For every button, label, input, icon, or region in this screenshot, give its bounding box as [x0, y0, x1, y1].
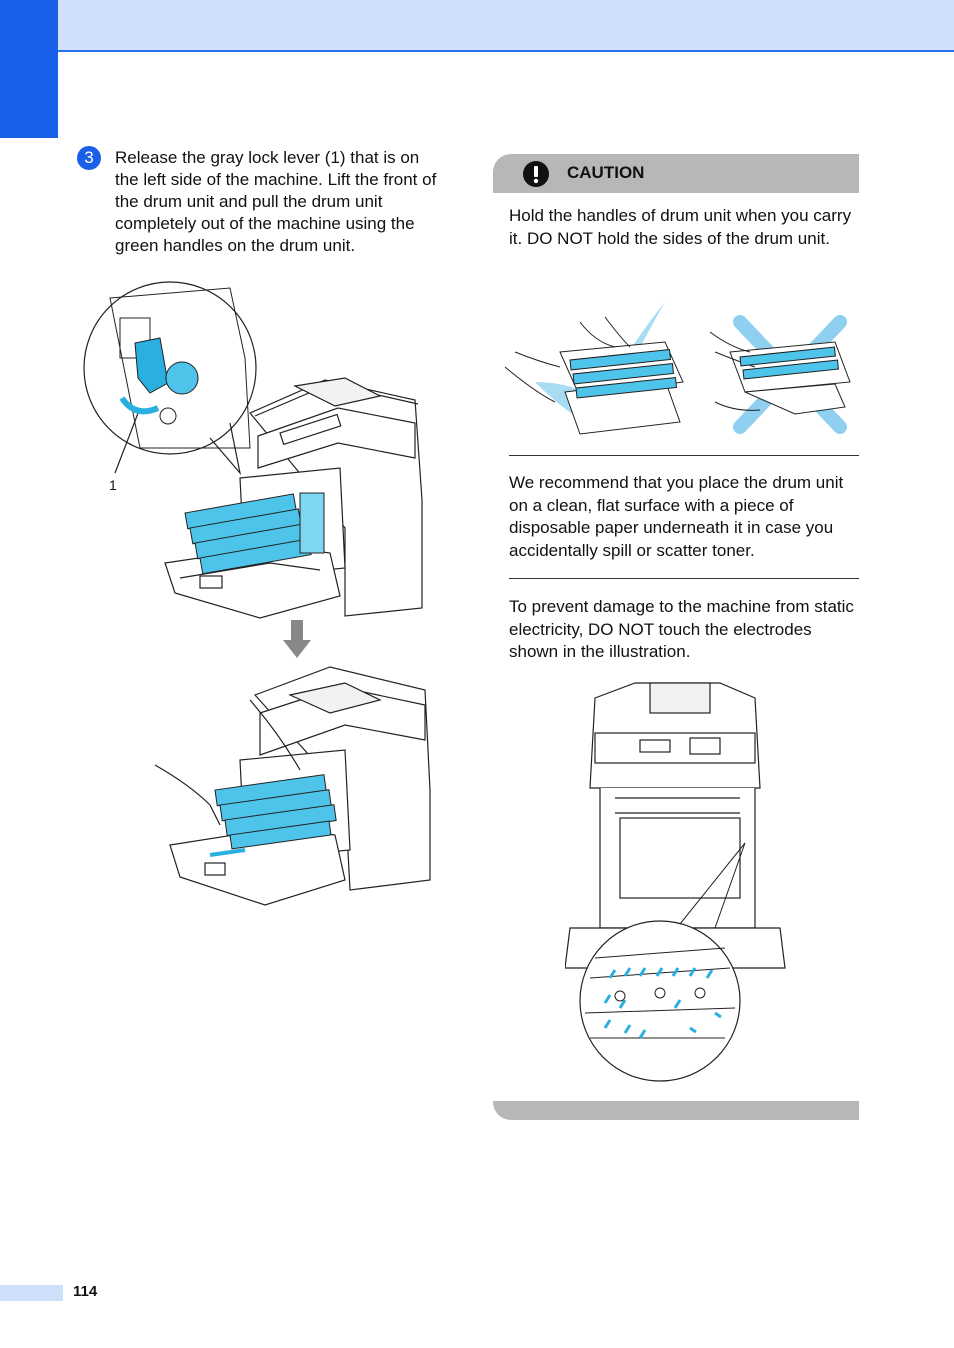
- caution-footer-bar: [493, 1101, 859, 1120]
- exclamation-warning-icon: [523, 161, 549, 187]
- figure-pull-drum: [154, 666, 431, 906]
- figure-electrodes: [565, 682, 786, 1082]
- caution-header: CAUTION: [493, 154, 859, 193]
- down-arrow-icon: [283, 620, 311, 658]
- caution-paragraph-handles: Hold the handles of drum unit when you c…: [509, 206, 852, 248]
- step-number-badge: 3: [77, 146, 101, 170]
- caution-paragraph-static: To prevent damage to the machine from st…: [509, 597, 854, 661]
- caution-label: CAUTION: [567, 163, 645, 182]
- figure-callout-1: 1: [109, 477, 117, 493]
- header-band: [0, 0, 954, 52]
- chapter-side-tab: [0, 0, 58, 138]
- figure-handling-correct-incorrect: [505, 302, 851, 435]
- page-number: 114: [73, 1283, 98, 1300]
- caution-paragraph-surface: We recommend that you place the drum uni…: [509, 473, 844, 560]
- page-number-tab: [0, 1285, 63, 1301]
- divider-rule-1: [509, 455, 859, 456]
- divider-rule-2: [509, 578, 859, 579]
- figure-lock-lever: [83, 281, 423, 619]
- step-instruction: Release the gray lock lever (1) that is …: [115, 148, 437, 255]
